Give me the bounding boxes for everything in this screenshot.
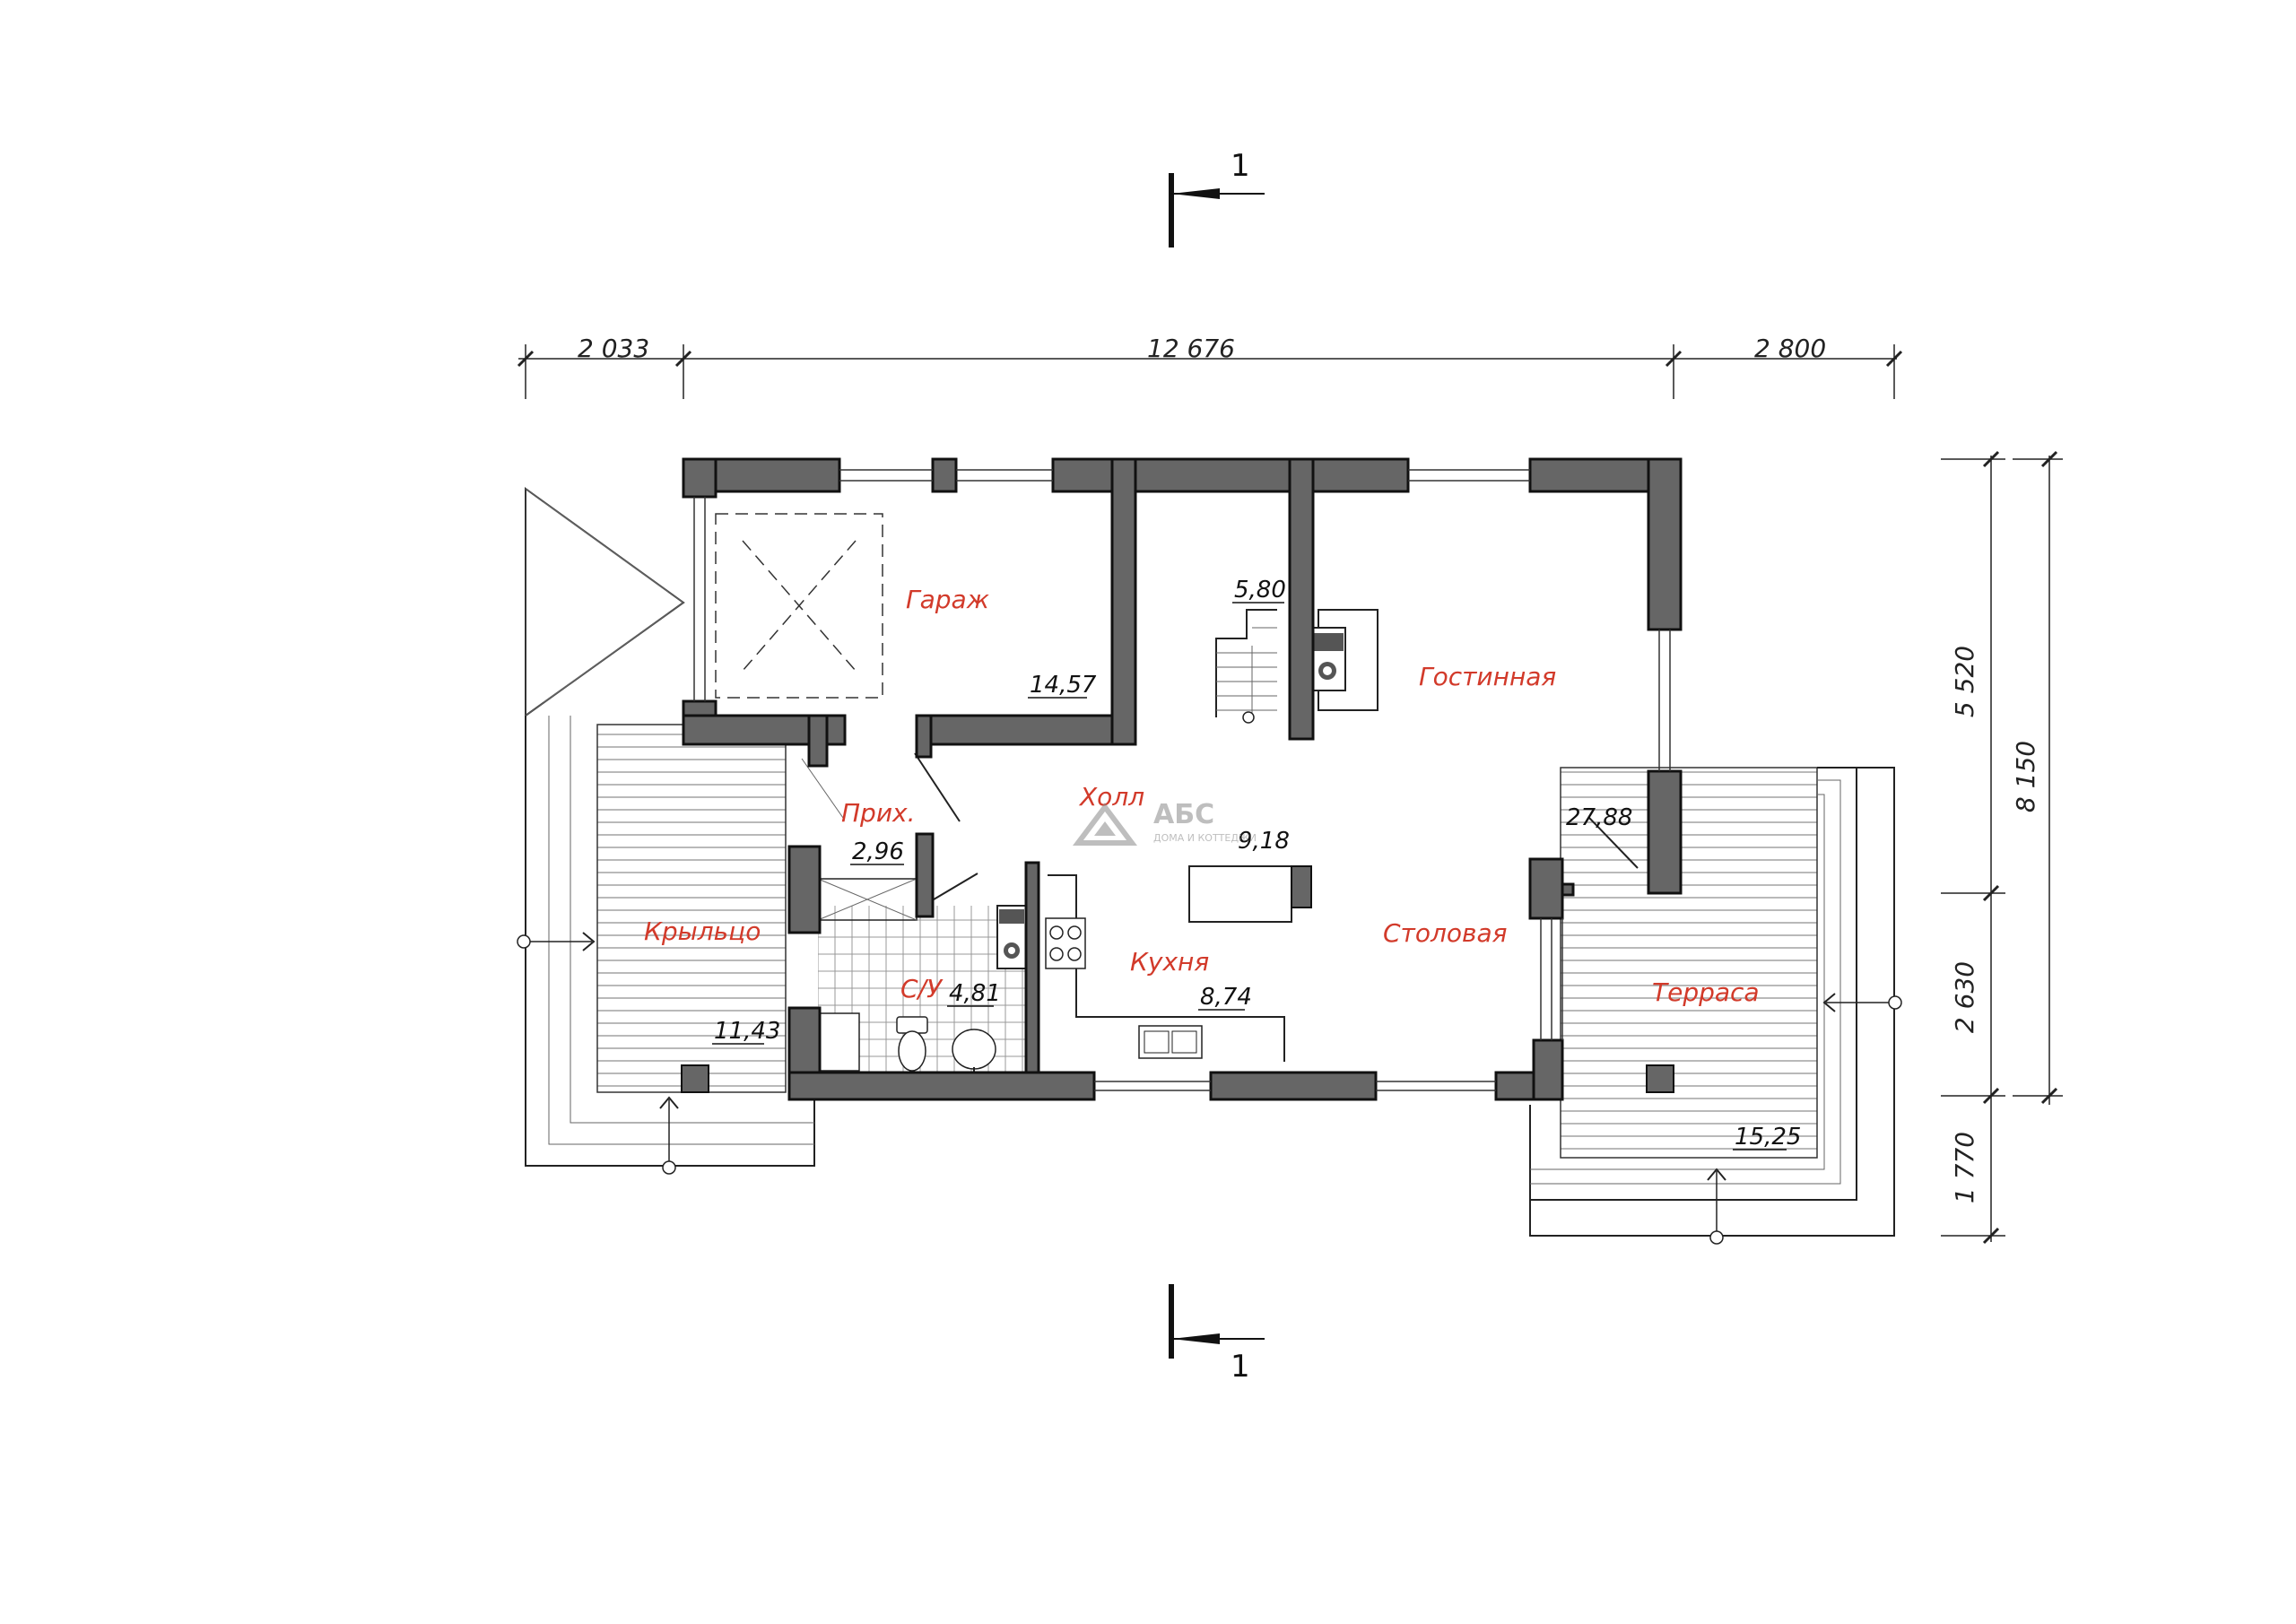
room-name-living: Гостинная	[1419, 662, 1556, 691]
room-area-wc: 4,81	[949, 980, 1001, 1007]
room-labels: Гараж 14,57 5,80 Гостинная 27,88 Холл 9,…	[644, 577, 1801, 1151]
room-name-garage: Гараж	[906, 585, 989, 614]
section-label-top: 1	[1231, 148, 1250, 184]
room-name-kitchen: Кухня	[1130, 947, 1209, 977]
kitchen-island	[1188, 865, 1312, 923]
section-label-bottom: 1	[1231, 1349, 1250, 1385]
logo-tagline: ДОМА И КОТТЕДЖИ	[1153, 832, 1257, 844]
windows	[693, 469, 1671, 1091]
dim-top-2: 12 676	[1147, 334, 1235, 363]
dim-right-1: 5 520	[1950, 646, 1979, 717]
garage-car-outline	[715, 513, 883, 699]
logo-mark: АБС	[1153, 799, 1214, 830]
dim-top-3: 2 800	[1754, 334, 1826, 363]
kitchen-counter	[1045, 874, 1285, 1062]
room-name-wc: С/У	[900, 974, 944, 1003]
room-area-entry: 2,96	[852, 838, 904, 865]
room-area-living: 27,88	[1566, 804, 1632, 831]
room-name-porch: Крыльцо	[644, 916, 761, 946]
dimension-line-right: 5 520 2 630 1 770 8 150	[1941, 450, 2063, 1245]
room-area-porch: 11,43	[714, 1018, 780, 1045]
porch	[517, 487, 815, 1175]
walls	[682, 457, 1683, 1101]
room-area-stair: 5,80	[1234, 577, 1286, 604]
dim-right-3: 1 770	[1950, 1132, 1979, 1203]
room-name-entry: Прих.	[841, 798, 916, 828]
section-marker-bottom: 1	[1169, 1284, 1265, 1385]
room-area-hall: 9,18	[1238, 828, 1290, 855]
dimension-line-top: 2 033 12 676 2 800	[517, 334, 1903, 399]
stair	[1215, 609, 1277, 724]
fireplace-stove	[1309, 609, 1378, 711]
dim-top-1: 2 033	[578, 334, 649, 363]
wc-boiler	[996, 905, 1027, 969]
abs-logo-watermark: АБС ДОМА И КОТТЕДЖИ	[1073, 799, 1257, 846]
room-name-hall: Холл	[1078, 782, 1144, 812]
room-name-terrace: Терраса	[1652, 977, 1760, 1007]
wc-tiles	[817, 906, 1026, 1076]
room-area-kitchen: 8,74	[1200, 984, 1252, 1011]
room-area-terrace: 15,25	[1735, 1124, 1801, 1151]
door-swings	[801, 752, 1639, 903]
dim-right-2: 2 630	[1950, 961, 1979, 1033]
section-marker-top: 1	[1169, 148, 1265, 248]
room-name-dining: Столовая	[1383, 918, 1508, 948]
room-area-garage: 14,57	[1030, 672, 1097, 699]
dim-right-total: 8 150	[2011, 741, 2040, 812]
